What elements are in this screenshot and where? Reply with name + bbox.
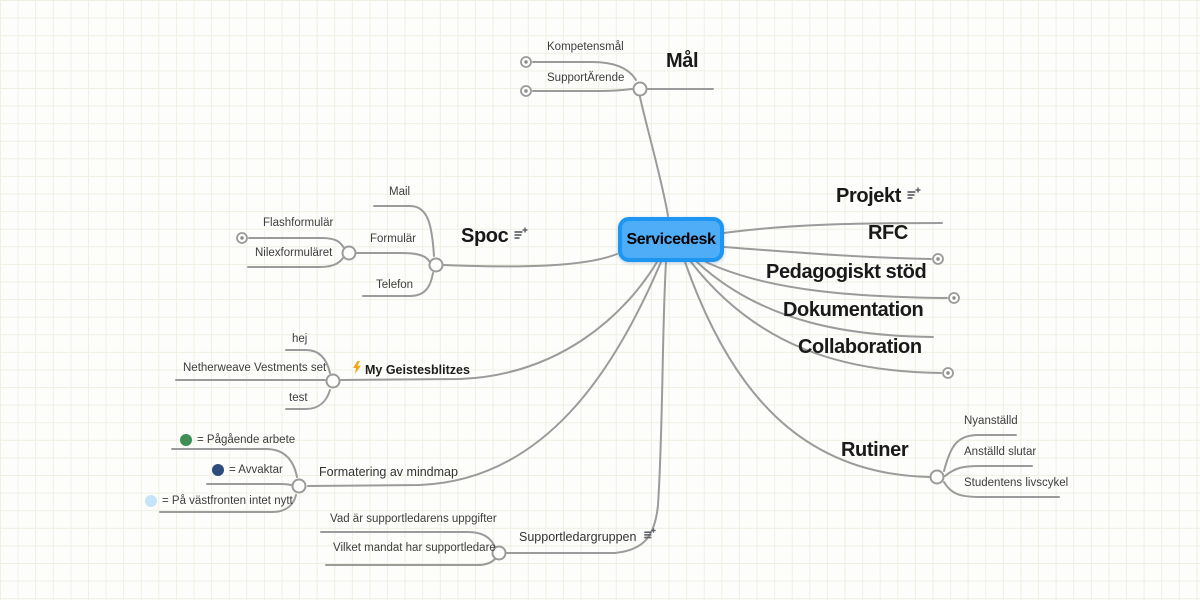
connector-vad <box>320 531 496 548</box>
connector-geistesblitzes <box>340 261 658 381</box>
node-label-mail[interactable]: Mail <box>389 186 411 198</box>
connector-projekt <box>723 222 943 234</box>
node-label-studentens-livscykel[interactable]: Studentens livscykel <box>964 477 1069 489</box>
node-label-rutiner[interactable]: Rutiner <box>841 439 909 461</box>
node-label-formular[interactable]: Formulär <box>370 233 417 245</box>
connector-rfc <box>723 246 932 260</box>
connector-anstalld-slutar <box>944 465 1033 477</box>
connector-mal <box>639 96 669 217</box>
connector-studentens <box>943 481 1060 498</box>
connector-nilexformularet <box>247 257 344 268</box>
node-label-formatering[interactable]: Formatering av mindmap <box>319 465 458 479</box>
node-label-kompetensmal[interactable]: Kompetensmål <box>547 41 624 53</box>
node-label-vastfronten[interactable]: = På västfronten intet nytt <box>162 495 293 507</box>
note-add-icon[interactable] <box>906 186 922 207</box>
connectors <box>159 61 1060 566</box>
collapse-indicator-pedagogiskt[interactable] <box>948 292 960 304</box>
node-label-supportledargruppen[interactable]: Supportledargruppen <box>519 529 637 544</box>
hub-geistesblitzes[interactable] <box>325 373 341 389</box>
collapse-indicator-supportarende[interactable] <box>520 85 532 97</box>
collapse-indicator-flashformular[interactable] <box>236 232 248 244</box>
lightning-icon <box>352 361 362 379</box>
connector-test <box>285 389 331 410</box>
node-label-vilket-mandat[interactable]: Vilket mandat har supportledare <box>333 542 496 554</box>
connector-hej <box>285 349 331 374</box>
node-label-telefon[interactable]: Telefon <box>376 279 414 291</box>
node-label-nyanstalld[interactable]: Nyanställd <box>964 415 1018 427</box>
hubs <box>291 81 945 561</box>
connector-spoc <box>443 253 618 268</box>
node-label-supportarende[interactable]: SupportÄrende <box>547 72 625 84</box>
connector-supportledargruppen <box>506 261 667 554</box>
node-projekt[interactable]: Projekt <box>836 185 922 208</box>
node-label-pagaende-arbete[interactable]: = Pågående arbete <box>197 434 296 446</box>
node-label-spoc[interactable]: Spoc <box>461 225 509 247</box>
node-label-netherweave[interactable]: Netherweave Vestments set <box>183 362 327 374</box>
node-supportledargruppen[interactable]: Supportledargruppen <box>519 527 657 546</box>
node-label-vad-uppgifter[interactable]: Vad är supportledarens uppgifter <box>330 513 497 525</box>
hub-rutiner[interactable] <box>929 469 945 485</box>
hub-mal[interactable] <box>632 81 648 97</box>
hub-formular[interactable] <box>341 245 357 261</box>
node-label-dokumentation[interactable]: Dokumentation <box>783 299 924 321</box>
root-node-servicedesk[interactable]: Servicedesk <box>618 217 724 262</box>
note-add-icon[interactable] <box>513 226 529 247</box>
node-label-rfc[interactable]: RFC <box>868 222 908 244</box>
connector-pedagogiskt <box>705 261 948 299</box>
note-add-icon[interactable] <box>643 527 657 546</box>
hub-supportledargruppen[interactable] <box>491 545 507 561</box>
collapse-indicators <box>236 56 960 379</box>
connector-mail <box>373 205 435 257</box>
connector-vastfronten <box>159 494 297 513</box>
node-label-avvaktar[interactable]: = Avvaktar <box>229 464 283 476</box>
status-dot-in-progress <box>180 434 192 446</box>
collapse-indicator-kompetensmal[interactable] <box>520 56 532 68</box>
node-spoc[interactable]: Spoc <box>461 225 529 248</box>
connector-supportarende <box>532 88 633 92</box>
node-label-hej[interactable]: hej <box>292 333 308 345</box>
connector-flashformular <box>248 237 345 249</box>
node-label-collaboration[interactable]: Collaboration <box>798 336 922 358</box>
node-geistesblitzes[interactable]: My Geistesblitzes <box>352 361 470 379</box>
connector-dokumentation <box>696 261 934 338</box>
node-label-nilexformularet[interactable]: Nilexformuläret <box>255 247 333 259</box>
node-label-mal[interactable]: Mål <box>666 50 699 72</box>
node-label-test[interactable]: test <box>289 392 308 404</box>
hub-formatering[interactable] <box>291 478 307 494</box>
connector-vilket <box>325 558 496 566</box>
connector-formular <box>356 252 430 262</box>
connector-kompetensmal <box>532 61 637 81</box>
connector-telefon <box>362 272 434 297</box>
node-label-projekt[interactable]: Projekt <box>836 185 902 207</box>
status-dot-quiet <box>145 495 157 507</box>
node-label-flashformular[interactable]: Flashformulär <box>263 217 334 229</box>
connector-collaboration <box>690 261 942 374</box>
connector-nyanstalld <box>943 434 1017 472</box>
node-label-pedagogiskt-stod[interactable]: Pedagogiskt stöd <box>766 261 927 283</box>
hub-spoc[interactable] <box>428 257 444 273</box>
connector-rutiner <box>684 261 930 478</box>
status-dot-waiting <box>212 464 224 476</box>
collapse-indicator-collaboration[interactable] <box>942 367 954 379</box>
connector-pagaende <box>171 448 298 478</box>
node-label-geistesblitzes[interactable]: My Geistesblitzes <box>365 363 470 377</box>
collapse-indicator-rfc[interactable] <box>932 253 944 265</box>
node-label-anstalld-slutar[interactable]: Anställd slutar <box>964 446 1037 458</box>
connector-formatering <box>307 261 662 487</box>
connector-avvaktar <box>206 483 295 487</box>
